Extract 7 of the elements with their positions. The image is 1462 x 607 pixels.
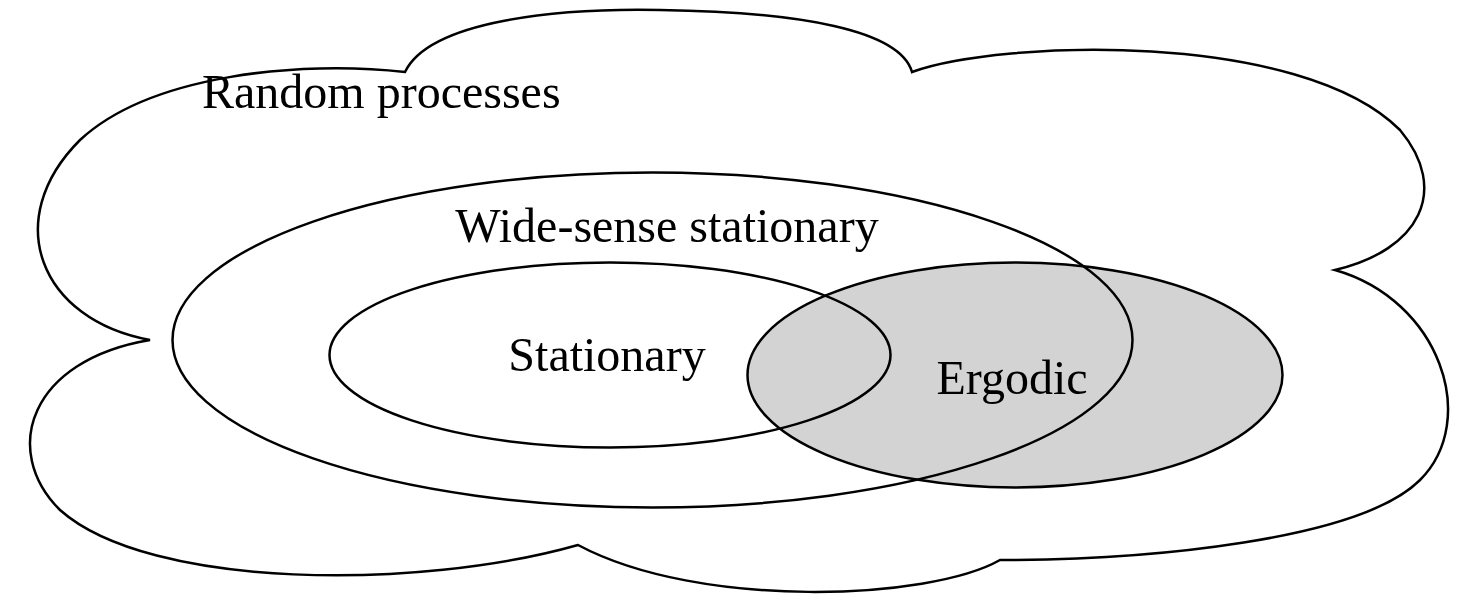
set-label: Ergodic [936,350,1088,406]
set-label: Random processes [202,64,561,120]
set-label: Stationary [508,327,706,383]
set-ellipse [170,170,1135,510]
set-ellipse [745,260,1285,490]
set-label: Wide-sense stationary [455,198,879,254]
set-ellipse [327,260,893,450]
